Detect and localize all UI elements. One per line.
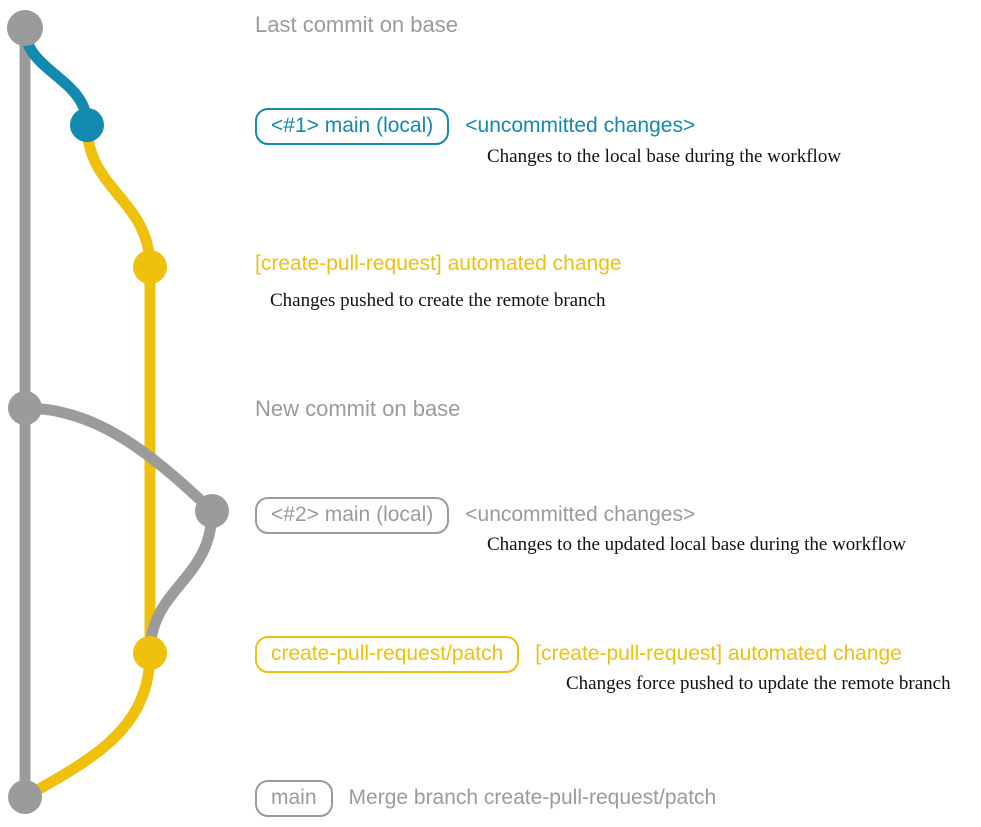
- local2-to-patch2-edge: [144, 505, 218, 659]
- commit-node-merge[interactable]: [8, 780, 42, 814]
- commit-subject-patch-2: [create-pull-request] automated change: [535, 642, 902, 665]
- commit-row-local-1: <#1> main (local) <uncommitted changes>: [255, 108, 696, 146]
- commit-note-patch-2: Changes force pushed to update the remot…: [566, 673, 951, 694]
- commit-subject-merge: Merge branch create-pull-request/patch: [348, 786, 717, 809]
- commit-node-local-1[interactable]: [70, 108, 104, 142]
- commit-subject-local-1: <uncommitted changes>: [465, 114, 696, 137]
- commit-node-base-new[interactable]: [8, 391, 42, 425]
- commit-subject-patch-1: [create-pull-request] automated change: [255, 252, 622, 275]
- commit-node-patch-1[interactable]: [133, 250, 167, 284]
- commit-note-local-1: Changes to the local base during the wor…: [487, 146, 842, 167]
- ref-badge-main[interactable]: main: [255, 780, 333, 818]
- commit-subject-local-2: <uncommitted changes>: [465, 503, 696, 526]
- commit-row-patch-2: create-pull-request/patch [create-pull-r…: [255, 636, 902, 674]
- base-to-local2-edge: [19, 402, 218, 517]
- patch2-to-merge-edge: [19, 647, 156, 803]
- commit-node-patch-2[interactable]: [133, 636, 167, 670]
- commit-row-patch-1: [create-pull-request] automated change: [255, 252, 622, 276]
- ref-badge-create-pull-request-patch[interactable]: create-pull-request/patch: [255, 636, 520, 674]
- commit-row-local-2: <#2> main (local) <uncommitted changes>: [255, 497, 696, 535]
- annotation-last-commit-on-base: Last commit on base: [255, 12, 458, 37]
- ref-badge-main-local-2[interactable]: <#2> main (local): [255, 497, 450, 535]
- commit-note-patch-1: Changes pushed to create the remote bran…: [270, 290, 606, 311]
- commit-node-base-last[interactable]: [7, 10, 43, 46]
- patch-branch-edge-1: [81, 119, 156, 273]
- annotation-new-commit-on-base: New commit on base: [255, 396, 461, 421]
- ref-badge-main-local-1[interactable]: <#1> main (local): [255, 108, 450, 146]
- commit-note-local-2: Changes to the updated local base during…: [487, 534, 906, 555]
- commit-row-merge: main Merge branch create-pull-request/pa…: [255, 780, 717, 818]
- commit-node-local-2[interactable]: [195, 494, 229, 528]
